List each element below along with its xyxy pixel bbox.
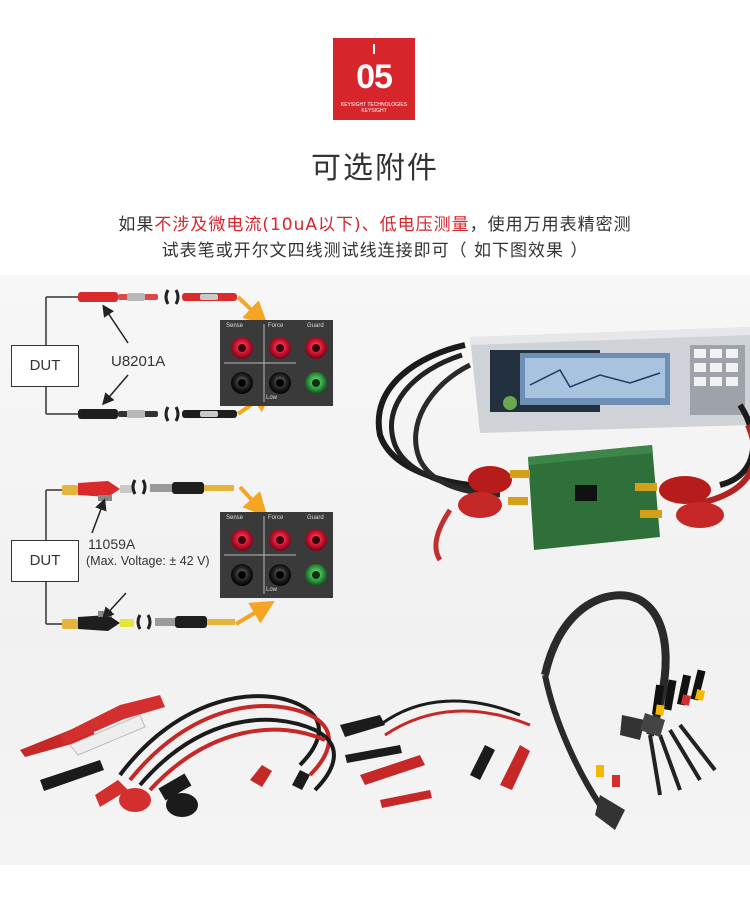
- terminal-panel-2: [220, 512, 333, 598]
- panel1-low: Low: [266, 395, 278, 401]
- dut-box-2: DUT: [11, 540, 79, 582]
- desc-suffix: ，使用万用表精密测: [469, 215, 632, 235]
- badge-brand-short: KEYSIGHT: [361, 108, 387, 114]
- route-arrow-force: [236, 295, 268, 326]
- max-voltage-note: (Max. Voltage: ± 42 V): [86, 554, 210, 568]
- panel2-sense: Sense: [226, 515, 244, 521]
- section-number-badge: 05 KEYSIGHT TECHNOLOGIES KEYSIGHT: [333, 38, 415, 120]
- u8201a-label: U8201A: [111, 353, 166, 370]
- accessory-illustrations: [20, 289, 750, 830]
- label-arrow-top: [102, 304, 129, 344]
- panel1-guard: Guard: [307, 323, 324, 329]
- instrument-photo: [375, 327, 750, 562]
- badge-brand-line: KEYSIGHT TECHNOLOGIES: [340, 102, 408, 108]
- 11059a-black-clip: [62, 611, 235, 631]
- panel2-guard: Guard: [307, 515, 324, 521]
- test-lead-set-photo: [20, 694, 531, 817]
- u8201a-black-probe: [78, 406, 237, 422]
- dut-box-1: DUT: [11, 345, 79, 387]
- route-arrow-low-2: [234, 600, 275, 626]
- 11059a-label: 11059A: [88, 536, 136, 552]
- desc-prefix: 如果: [118, 215, 155, 235]
- description-line-1: 如果不涉及微电流(10uA以下)、低电压测量，使用万用表精密测: [0, 210, 750, 235]
- desc-highlight: 不涉及微电流(10uA以下)、低电压测量: [154, 215, 470, 235]
- diagram-11059a: [45, 479, 275, 631]
- kelvin-cable-photo: [541, 591, 717, 830]
- route-arrow-force-2: [238, 485, 268, 517]
- label-arrow-bottom: [102, 374, 129, 406]
- label-arrow-top-2: [91, 498, 107, 534]
- panel1-force: Force: [268, 323, 284, 329]
- panel1-sense: Sense: [226, 323, 244, 329]
- label-arrow-bottom-2: [101, 592, 127, 620]
- terminal-panel-1: [220, 320, 333, 406]
- panel2-low: Low: [266, 587, 278, 593]
- description-line-2: 试表笔或开尔文四线测试线连接即可（ 如下图效果 ）: [161, 241, 589, 261]
- 11059a-red-clip: [62, 479, 234, 501]
- panel2-force: Force: [268, 515, 284, 521]
- badge-number: 05: [356, 58, 393, 96]
- badge-tick: [373, 44, 375, 54]
- u8201a-red-probe: [78, 289, 237, 305]
- section-title: 可选附件: [311, 151, 439, 186]
